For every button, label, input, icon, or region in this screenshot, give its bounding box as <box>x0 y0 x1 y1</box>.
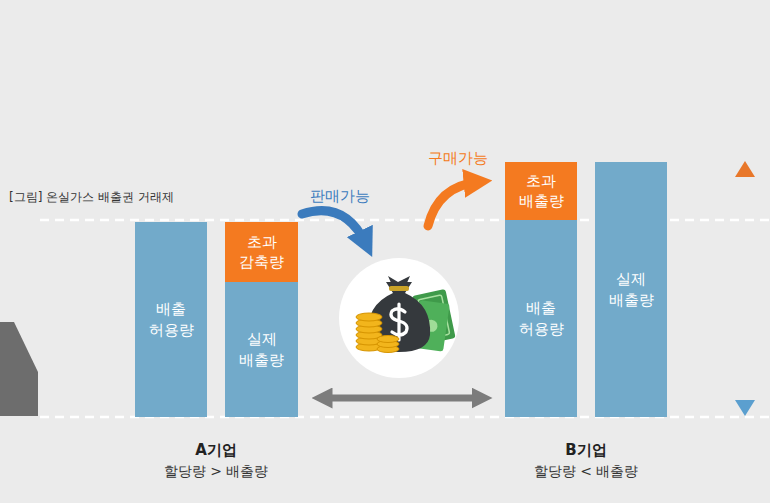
range-arrow-head <box>735 400 755 416</box>
surplus-reduction-box: 초과 감축량 <box>225 222 298 282</box>
bar-label: 실제 배출량 <box>605 269 657 310</box>
money-icon <box>339 258 459 378</box>
condition-label: 할당량 > 배출량 <box>164 463 269 481</box>
condition-label: 할당량 < 배출량 <box>534 463 639 481</box>
company-name: A기업 <box>195 441 237 460</box>
trade-arrow <box>322 395 482 402</box>
buy-label: 구매가능 <box>428 149 488 168</box>
sell-label: 판매가능 <box>310 187 370 206</box>
figure-title: [그림] 온실가스 배출권 거래제 <box>9 189 174 206</box>
bar-label: 실제 배출량 <box>236 329 288 370</box>
allowance-bar: 배출 허용량 <box>135 222 207 417</box>
company-name: B기업 <box>565 441 606 460</box>
allowance-bar: 배출 허용량 <box>505 220 577 417</box>
range-arrow-head <box>735 161 755 177</box>
sell-arrow <box>302 211 366 244</box>
actual-emission-bar: 실제 배출량 <box>595 162 667 417</box>
excess-emission-box: 초과 배출량 <box>505 162 577 220</box>
bar-label: 배출 허용량 <box>145 299 197 340</box>
bar-label: 초과 배출량 <box>515 171 567 212</box>
actual-emission-bar: 실제 배출량 <box>225 282 298 417</box>
bar-label: 배출 허용량 <box>515 298 567 339</box>
range-arrow <box>744 175 747 402</box>
building-shape <box>0 322 38 416</box>
bar-label: 초과 감축량 <box>236 232 288 273</box>
buy-arrow <box>428 182 478 226</box>
